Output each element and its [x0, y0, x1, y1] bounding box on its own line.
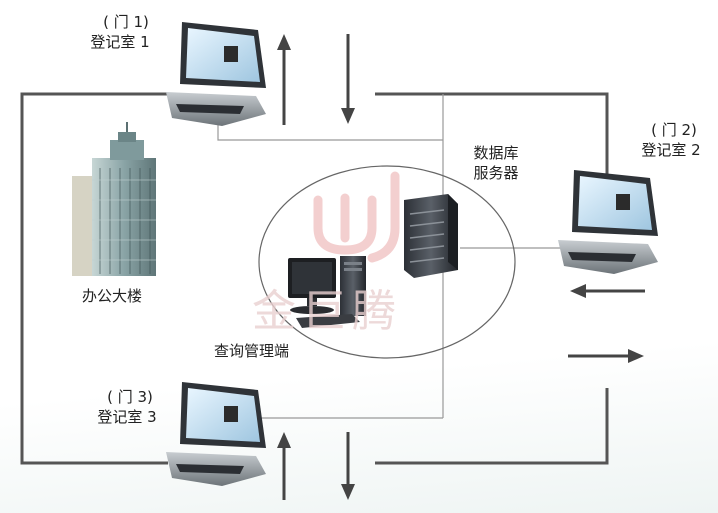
arrow-up-bottom: [277, 432, 291, 500]
query-terminal-label: 查询管理端: [214, 342, 290, 360]
terminal-2-door-label: ( 门 2): [651, 121, 697, 139]
office-building-image: [72, 122, 156, 276]
server-tower-image: [404, 194, 458, 278]
arrows: [277, 34, 645, 500]
thin-lines: [217, 94, 560, 419]
watermark-logo: [313, 171, 400, 263]
terminal-2-image: [558, 170, 658, 274]
query-computer-image: [288, 256, 366, 328]
terminal-3-room-label: 登记室 3: [97, 408, 157, 426]
server-label-line2: 服务器: [473, 164, 519, 182]
arrow-up-top: [277, 34, 291, 125]
arrow-right-right-side: [568, 349, 644, 363]
bottom-right-line: [375, 388, 609, 465]
terminal-3-door-label: ( 门 3): [107, 388, 153, 406]
terminal-2-room-label: 登记室 2: [641, 141, 701, 159]
left-loop-line: [20, 92, 168, 465]
terminal-3-image: [166, 382, 266, 486]
terminal-1-room-label: 登记室 1: [90, 33, 150, 51]
arrow-left-right-side: [570, 284, 645, 298]
watermark-text: 金巨腾: [252, 286, 402, 337]
terminal-1-door-label: ( 门 1): [103, 13, 149, 31]
server-label-line1: 数据库: [473, 144, 519, 162]
arrow-down-bottom: [341, 432, 355, 500]
arrow-down-top: [341, 34, 355, 124]
network-ellipse: [258, 165, 516, 359]
terminal-1-image: [166, 22, 266, 126]
building-label: 办公大楼: [82, 287, 143, 305]
